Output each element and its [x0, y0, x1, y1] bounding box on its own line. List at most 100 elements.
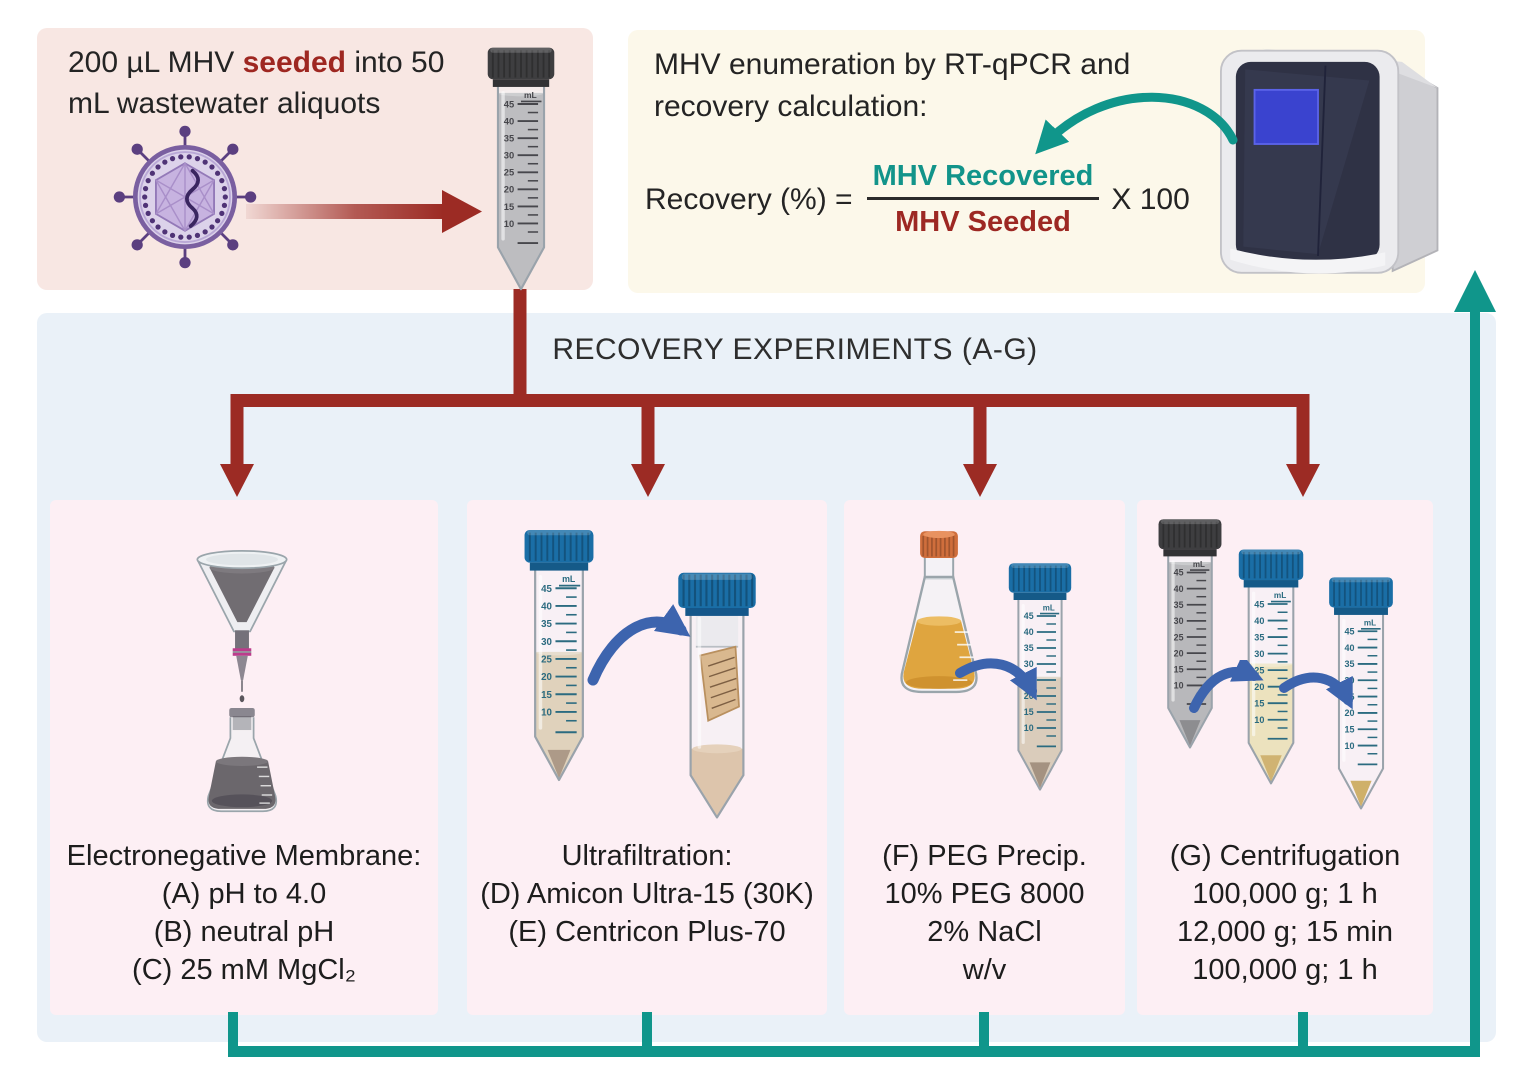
- caption-line: 10% PEG 8000: [884, 878, 1085, 910]
- svg-text:45: 45: [1024, 611, 1034, 621]
- svg-text:30: 30: [504, 151, 514, 161]
- caption-line: (F) PEG Precip.: [882, 840, 1087, 872]
- svg-text:35: 35: [504, 134, 514, 144]
- flow-title: RECOVERY EXPERIMENTS (A-G): [552, 333, 1038, 366]
- seeded-highlight: seeded: [242, 46, 346, 79]
- teal-curved-arrow-icon: [1035, 92, 1238, 155]
- svg-text:35: 35: [1254, 632, 1264, 642]
- svg-text:15: 15: [1254, 699, 1264, 709]
- svg-text:10: 10: [541, 707, 552, 718]
- caption-line: Electronegative Membrane:: [66, 840, 422, 872]
- caption-line: 100,000 g; 1 h: [1192, 878, 1378, 910]
- svg-text:10: 10: [1024, 723, 1034, 733]
- svg-text:15: 15: [1174, 665, 1184, 675]
- svg-text:10: 10: [1344, 741, 1354, 751]
- svg-text:20: 20: [504, 185, 514, 195]
- svg-text:25: 25: [504, 168, 514, 178]
- caption-line: 200 µL MHV seeded into 50: [68, 46, 445, 79]
- panel-caption: (F) PEG Precip. 10% PEG 8000 2% NaCl w/v: [844, 837, 1125, 989]
- formula-lhs: Recovery (%) =: [645, 182, 853, 216]
- svg-text:45: 45: [541, 584, 552, 595]
- virus-icon: [113, 125, 257, 269]
- caption-line: 100,000 g; 1 h: [1192, 954, 1378, 986]
- svg-text:20: 20: [541, 672, 552, 683]
- recovery-formula: Recovery (%) = MHV Recovered MHV Seeded …: [645, 160, 1190, 239]
- svg-text:mL: mL: [1193, 560, 1205, 569]
- panel-ultrafiltration: Ultrafiltration: (D) Amicon Ultra-15 (30…: [467, 500, 827, 1015]
- svg-text:15: 15: [1344, 725, 1354, 735]
- caption-line: 12,000 g; 15 min: [1176, 916, 1394, 948]
- panel-peg-precipitation: (F) PEG Precip. 10% PEG 8000 2% NaCl w/v: [844, 500, 1125, 1015]
- caption-line: (G) Centrifugation: [1169, 840, 1401, 872]
- svg-text:20: 20: [1254, 682, 1264, 692]
- transfer-arrow-icon: [1189, 660, 1264, 713]
- seed-caption: 200 µL MHV seeded into 50 mL wastewater …: [68, 42, 508, 124]
- formula-fraction: MHV Recovered MHV Seeded: [866, 160, 1100, 239]
- svg-text:45: 45: [504, 99, 514, 109]
- caption-line: recovery calculation:: [654, 90, 928, 123]
- svg-text:25: 25: [1174, 632, 1184, 642]
- svg-text:30: 30: [541, 637, 552, 648]
- transfer-arrow-icon: [1279, 672, 1353, 710]
- svg-text:mL: mL: [1043, 603, 1055, 612]
- svg-text:45: 45: [1344, 627, 1354, 637]
- seed-tube-icon: 45 40 35 30 25 20 15 10 mL: [476, 40, 566, 296]
- formula-denominator: MHV Seeded: [895, 206, 1071, 238]
- caption-line: (C) 25 mM MgCl₂: [132, 954, 356, 986]
- svg-text:40: 40: [541, 601, 552, 612]
- panel-caption: Electronegative Membrane: (A) pH to 4.0 …: [50, 837, 438, 989]
- svg-text:10: 10: [1174, 681, 1184, 691]
- panel-caption: (G) Centrifugation 100,000 g; 1 h 12,000…: [1137, 837, 1433, 989]
- svg-text:mL: mL: [1364, 619, 1376, 628]
- svg-text:40: 40: [504, 116, 514, 126]
- svg-text:40: 40: [1254, 616, 1264, 626]
- svg-text:mL: mL: [562, 574, 576, 584]
- caption-line: MHV enumeration by RT-qPCR and: [654, 48, 1131, 81]
- svg-text:30: 30: [1254, 649, 1264, 659]
- svg-text:40: 40: [1024, 627, 1034, 637]
- svg-text:35: 35: [1024, 643, 1034, 653]
- caption-line: w/v: [962, 954, 1007, 986]
- caption-line: 2% NaCl: [927, 916, 1042, 948]
- svg-text:mL: mL: [524, 90, 537, 100]
- svg-text:25: 25: [541, 654, 552, 665]
- svg-text:20: 20: [1174, 648, 1184, 658]
- funnel-flask-icon: [196, 549, 288, 813]
- transfer-arrow-icon: [955, 658, 1037, 701]
- formula-multiplier: X 100: [1111, 182, 1190, 216]
- svg-text:35: 35: [1174, 600, 1184, 610]
- ultrafiltration-source-tube-icon: 45 40 35 30 25 20 15 10 mL: [513, 522, 605, 787]
- panel-caption: Ultrafiltration: (D) Amicon Ultra-15 (30…: [467, 837, 827, 951]
- svg-text:15: 15: [504, 202, 514, 212]
- formula-numerator: MHV Recovered: [872, 160, 1094, 192]
- svg-text:40: 40: [1344, 643, 1354, 653]
- svg-text:40: 40: [1174, 584, 1184, 594]
- svg-text:45: 45: [1174, 568, 1184, 578]
- svg-text:15: 15: [541, 690, 552, 701]
- seed-arrow-icon: [246, 190, 482, 233]
- svg-text:mL: mL: [1274, 591, 1286, 600]
- svg-text:45: 45: [1254, 599, 1264, 609]
- ultrafiltration-device-icon: [678, 572, 756, 819]
- svg-text:30: 30: [1174, 616, 1184, 626]
- caption-line: Ultrafiltration:: [561, 840, 733, 872]
- svg-text:20: 20: [1344, 708, 1354, 718]
- svg-text:35: 35: [541, 619, 552, 630]
- caption-line: (B) neutral pH: [153, 916, 335, 948]
- caption-line: (A) pH to 4.0: [161, 878, 327, 910]
- svg-text:10: 10: [1254, 715, 1264, 725]
- svg-text:35: 35: [1344, 659, 1354, 669]
- svg-text:30: 30: [1024, 659, 1034, 669]
- caption-line: (E) Centricon Plus-70: [508, 916, 786, 948]
- svg-text:10: 10: [504, 219, 514, 229]
- qpcr-machine-icon: [1220, 48, 1439, 274]
- fraction-bar: [866, 197, 1100, 200]
- svg-text:15: 15: [1024, 707, 1034, 717]
- peg-flask-icon: [900, 530, 978, 694]
- caption-line: (D) Amicon Ultra-15 (30K): [480, 878, 814, 910]
- transfer-arrow-icon: [587, 604, 691, 686]
